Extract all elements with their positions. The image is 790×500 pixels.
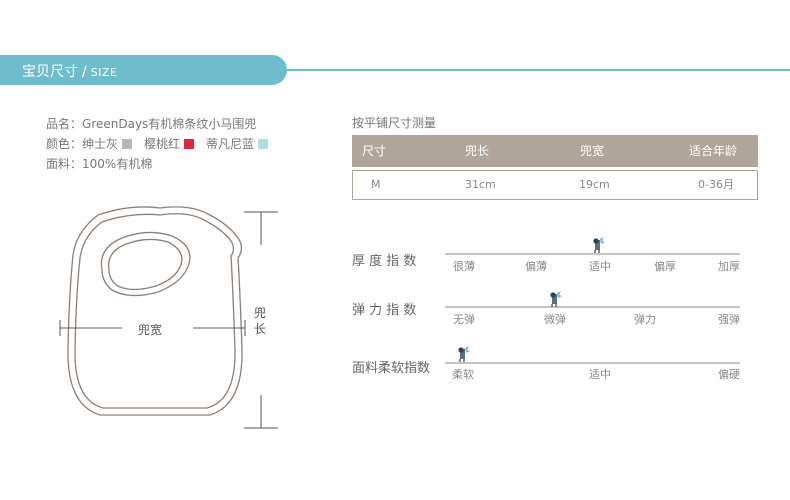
table-cell-length: 31cm: [465, 178, 496, 191]
elasticity-pony-marker-icon: [550, 291, 562, 307]
thickness-tick: 偏厚: [654, 260, 676, 273]
softness-tick: 适中: [589, 368, 611, 381]
header-divider: [287, 69, 790, 71]
bib-neck-inner: [107, 238, 183, 291]
bib-outline: [67, 206, 243, 416]
softness-tick: 柔软: [452, 368, 474, 381]
product-material-line: 面料：100%有机棉: [46, 155, 152, 172]
product-name-line: 品名：GreenDays有机棉条纹小马围兜: [46, 115, 256, 132]
bib-length-label-1: 兜: [254, 306, 267, 320]
product-material-label: 面料：: [46, 157, 83, 171]
product-material-value: 100%有机棉: [82, 157, 153, 171]
section-header: 宝贝尺寸/SIZE: [0, 55, 287, 85]
thickness-scale-label: 厚 度 指 数: [352, 254, 417, 269]
color-swatch-red: [184, 138, 195, 149]
table-header-age: 适合年龄: [689, 144, 738, 158]
elasticity-tick: 无弹: [453, 313, 475, 326]
product-name-value: GreenDays有机棉条纹小马围兜: [82, 117, 257, 131]
table-row: M 31cm 19cm 0-36月: [352, 170, 758, 200]
elasticity-scale-label: 弹 力 指 数: [352, 303, 417, 318]
bib-width-label: 兜宽: [138, 323, 163, 337]
table-cell-size: M: [371, 178, 381, 191]
table-header-size: 尺寸: [362, 144, 387, 158]
title-separator: /: [82, 64, 87, 80]
thickness-scale-line: [445, 253, 740, 255]
table-header-length: 兜长: [465, 144, 490, 158]
color-swatch-blue: [258, 138, 269, 149]
product-name-label: 品名：: [46, 117, 83, 131]
section-title: 宝贝尺寸/SIZE: [22, 61, 117, 81]
softness-pony-marker-icon: [458, 346, 470, 362]
softness-scale-line: [445, 362, 740, 364]
section-title-cn: 宝贝尺寸: [22, 64, 78, 80]
bib-length-label-2: 长: [254, 322, 267, 336]
product-color-line: 颜色：绅士灰 樱桃红 蒂凡尼蓝: [46, 135, 274, 152]
color-option-blue: 蒂凡尼蓝: [206, 137, 255, 151]
measurement-note: 按平铺尺寸测量: [352, 116, 437, 130]
bib-neck-outline: [100, 231, 191, 297]
bib-diagram: [59, 206, 278, 429]
thickness-tick: 适中: [589, 260, 611, 273]
softness-scale-label: 面料柔软指数: [352, 361, 431, 376]
product-color-label: 颜色：: [46, 137, 83, 151]
color-option-gray: 绅士灰: [82, 137, 119, 151]
elasticity-tick: 强弹: [718, 313, 740, 326]
elasticity-tick: 微弹: [544, 313, 566, 326]
bib-inner-outline: [74, 213, 236, 409]
softness-tick: 偏硬: [718, 368, 740, 381]
color-option-red: 樱桃红: [144, 137, 181, 151]
elasticity-scale-line: [445, 306, 740, 308]
table-cell-age: 0-36月: [698, 178, 734, 191]
thickness-tick: 偏薄: [525, 260, 547, 273]
thickness-tick: 很薄: [453, 260, 475, 273]
elasticity-tick: 弹力: [634, 313, 656, 326]
table-cell-width: 19cm: [579, 178, 610, 191]
size-table-header: 尺寸 兜长 兜宽 适合年龄: [352, 135, 758, 167]
thickness-tick: 加厚: [718, 260, 740, 273]
table-header-width: 兜宽: [580, 144, 605, 158]
section-title-en: SIZE: [90, 66, 118, 79]
color-swatch-gray: [122, 138, 133, 149]
thickness-pony-marker-icon: [593, 237, 605, 253]
